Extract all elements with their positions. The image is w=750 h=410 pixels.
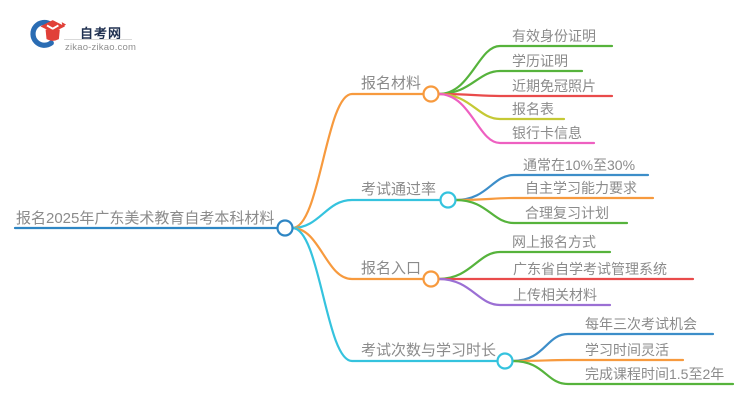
mindmap-link <box>511 358 685 363</box>
child-label-3-0[interactable]: 每年三次考试机会 <box>585 316 697 332</box>
child-label-1-1[interactable]: 自主学习能力要求 <box>525 180 637 196</box>
logo-divider <box>64 39 132 40</box>
root-node-toggle[interactable] <box>276 219 294 237</box>
logo-title: 自考网 <box>80 26 123 41</box>
mindmap-link <box>437 92 614 98</box>
child-label-3-2[interactable]: 完成课程时间1.5至2年 <box>585 366 725 382</box>
mindmap-link <box>454 196 655 202</box>
mindmap-link <box>291 226 425 281</box>
branch-node-toggle-0[interactable] <box>422 85 440 103</box>
child-label-0-1[interactable]: 学历证明 <box>512 53 568 69</box>
branch-label-3[interactable]: 考试次数与学习时长 <box>361 342 497 359</box>
branch-label-2[interactable]: 报名入口 <box>361 260 422 277</box>
child-label-2-2[interactable]: 上传相关材料 <box>513 287 597 303</box>
mindmap-link <box>291 226 499 363</box>
mindmap-link <box>291 92 425 230</box>
root-node-label[interactable]: 报名2025年广东美术教育自考本科材料 <box>16 210 275 227</box>
mindmap-link <box>454 198 629 225</box>
child-label-3-1[interactable]: 学习时间灵活 <box>585 342 669 358</box>
branch-node-toggle-3[interactable] <box>496 352 514 370</box>
logo-domain: zikao-zikao.com <box>65 42 137 53</box>
mindmap-link <box>437 92 596 145</box>
mindmap-link <box>291 198 442 230</box>
child-label-1-0[interactable]: 通常在10%至30% <box>523 157 636 173</box>
child-label-2-0[interactable]: 网上报名方式 <box>512 234 596 250</box>
mindmap-link <box>437 44 614 96</box>
site-logo: 自考网 zikao-zikao.com <box>26 12 176 58</box>
branch-label-1[interactable]: 考试通过率 <box>361 181 437 198</box>
child-label-0-0[interactable]: 有效身份证明 <box>512 28 596 44</box>
mindmap-link <box>511 359 735 386</box>
mindmap-link <box>437 277 612 307</box>
child-label-0-2[interactable]: 近期免冠照片 <box>512 78 596 94</box>
branch-node-toggle-1[interactable] <box>439 191 457 209</box>
child-label-2-1[interactable]: 广东省自学考试管理系统 <box>513 261 667 277</box>
child-label-0-3[interactable]: 报名表 <box>512 101 554 117</box>
child-label-0-4[interactable]: 银行卡信息 <box>512 125 582 141</box>
branch-label-0[interactable]: 报名材料 <box>361 75 422 92</box>
graduation-cap-logo-icon <box>30 19 66 48</box>
branch-node-toggle-2[interactable] <box>422 270 440 288</box>
child-label-1-2[interactable]: 合理复习计划 <box>525 205 609 221</box>
